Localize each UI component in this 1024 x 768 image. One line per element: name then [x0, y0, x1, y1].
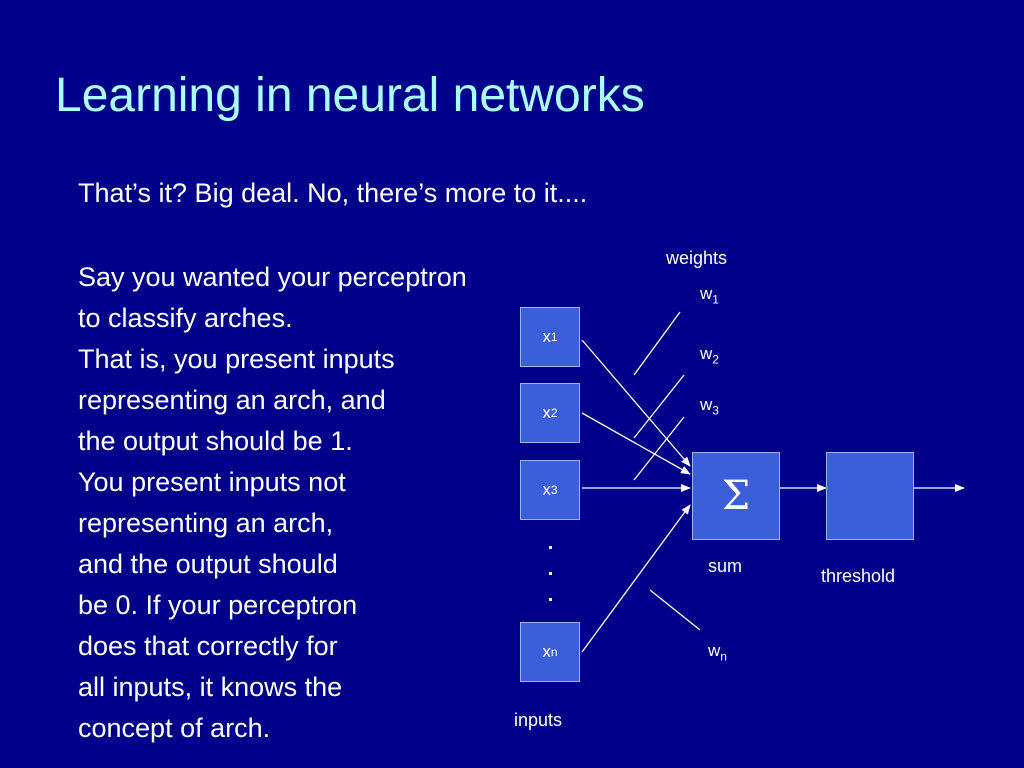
weight-pointer-w3: [633, 416, 685, 481]
body-line: and the output should: [78, 549, 338, 579]
weight-pointer-wn: [649, 589, 701, 631]
ellipsis-dot: [549, 572, 552, 575]
weight-label-w3: w3: [700, 395, 719, 418]
weights-label: weights: [666, 248, 728, 268]
sum-node: Σ: [692, 452, 780, 540]
body-line: all inputs, it knows the: [78, 672, 343, 702]
weight-label-wn: wn: [708, 641, 727, 664]
body-line: Say you wanted your perceptron: [78, 262, 467, 292]
body-line: That is, you present inputs: [78, 344, 395, 374]
body-line: concept of arch.: [78, 713, 271, 743]
weight-label-w2: w2: [700, 344, 719, 367]
slide-title: Learning in neural networks: [55, 69, 645, 122]
body-line: the output should be 1.: [78, 426, 353, 456]
threshold-label: threshold: [821, 566, 896, 586]
sigma-icon: Σ: [721, 473, 751, 519]
threshold-node: [826, 452, 914, 540]
inputs-label: inputs: [514, 710, 563, 730]
body-line: be 0. If your perceptron: [78, 590, 358, 620]
connection-x1-sum: [581, 339, 691, 467]
weight-pointer-w2: [633, 374, 685, 439]
body-line: does that correctly for: [78, 631, 338, 661]
ellipsis-dot: [549, 598, 552, 601]
body-line: to classify arches.: [78, 303, 293, 333]
sum-label: sum: [708, 556, 743, 576]
body-line: representing an arch, and: [78, 385, 386, 415]
intro-line: That’s it? Big deal. No, there’s more to…: [78, 178, 588, 208]
body-line: You present inputs not: [78, 467, 346, 497]
weight-label-w1: w1: [700, 284, 719, 307]
connection-x2-sum: [581, 412, 691, 475]
ellipsis-dot: [549, 546, 552, 549]
connection-xn-sum: [581, 504, 691, 653]
body-line: representing an arch,: [78, 508, 334, 538]
weight-pointer-w1: [633, 311, 681, 376]
